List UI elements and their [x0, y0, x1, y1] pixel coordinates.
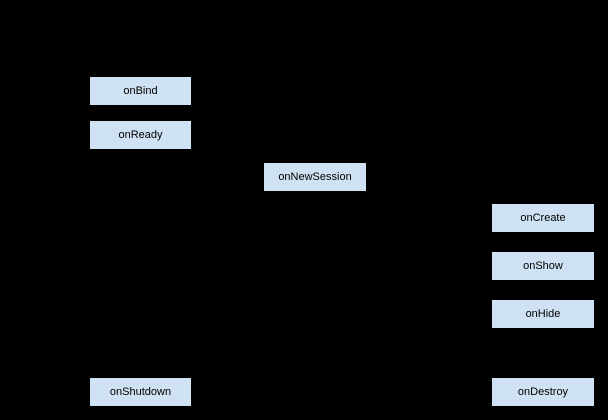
lifecycle-node-onbind: onBind [89, 76, 192, 106]
lifecycle-node-oncreate: onCreate [491, 203, 595, 233]
lifecycle-node-onready: onReady [89, 120, 192, 150]
lifecycle-node-onshow: onShow [491, 251, 595, 281]
lifecycle-node-ondestroy: onDestroy [491, 377, 595, 407]
lifecycle-node-onnewsession: onNewSession [263, 162, 367, 192]
lifecycle-node-onshutdown: onShutdown [89, 377, 192, 407]
lifecycle-node-onhide: onHide [491, 299, 595, 329]
